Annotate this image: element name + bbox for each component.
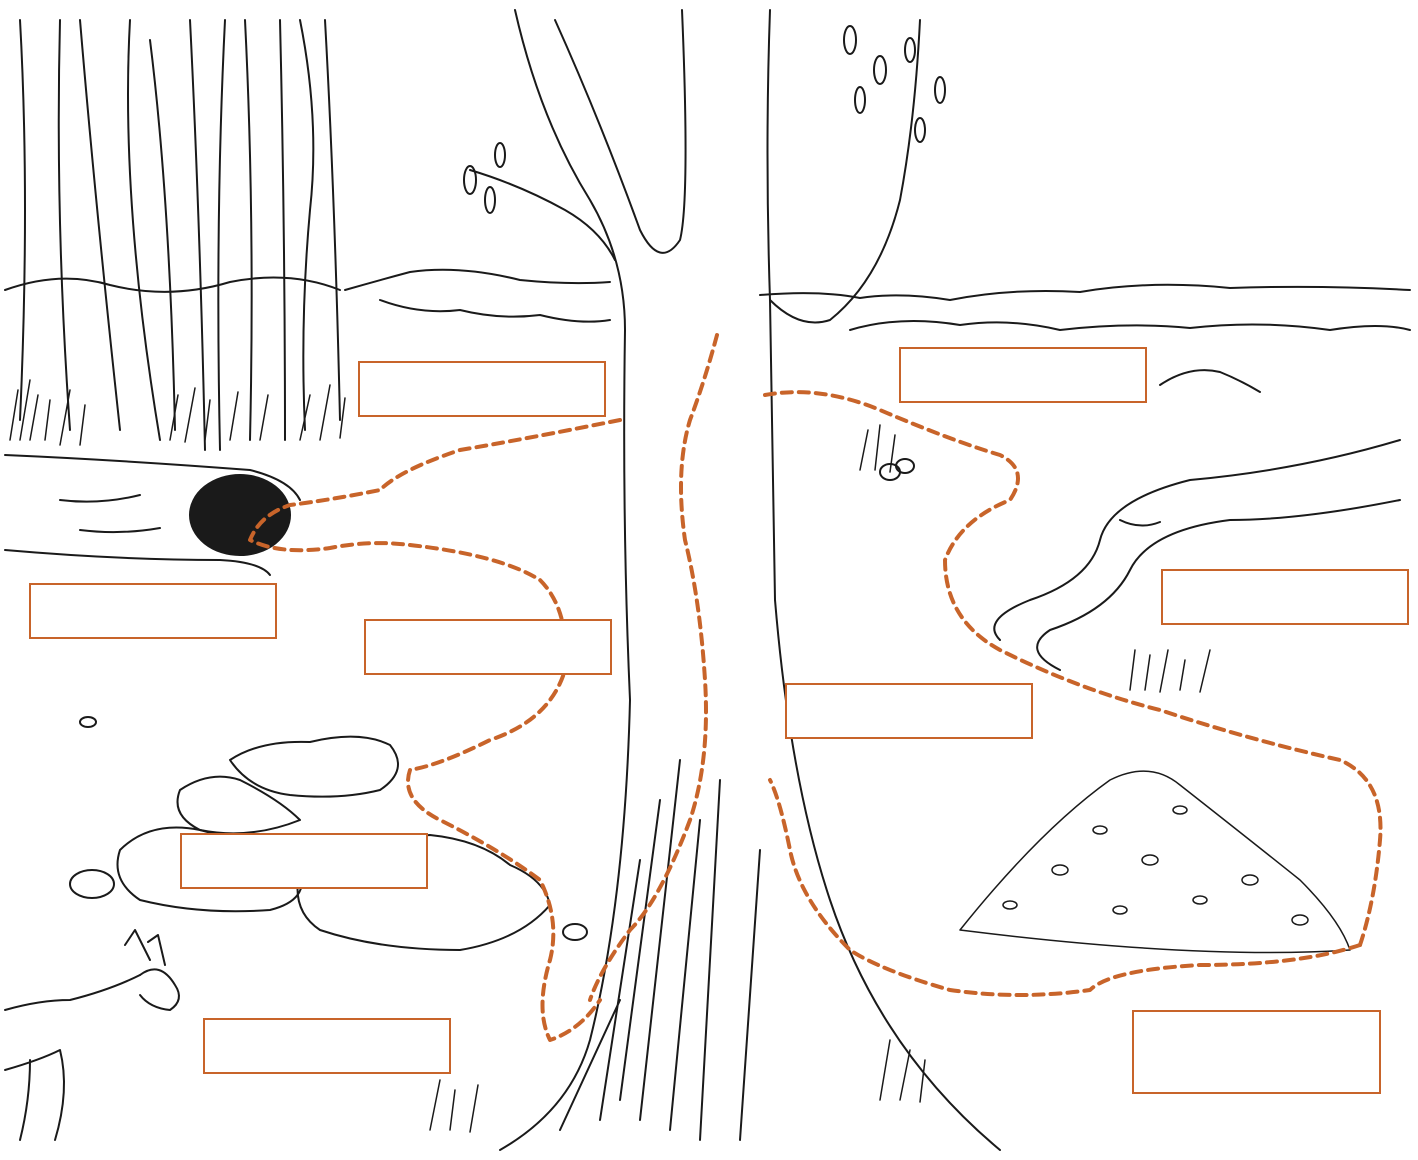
leaf-zone-outline	[768, 778, 1362, 997]
label-box-4[interactable]	[364, 619, 612, 675]
leaf-litter-icon	[959, 770, 1351, 954]
label-box-1[interactable]	[358, 361, 606, 417]
log-zone-outline	[248, 418, 622, 772]
label-box-8[interactable]	[203, 1018, 451, 1074]
label-box-9[interactable]	[1132, 1010, 1381, 1094]
grass-icon	[9, 379, 1211, 1133]
label-box-5[interactable]	[1161, 569, 1409, 625]
forest-trees-icon	[19, 19, 341, 451]
label-box-2[interactable]	[899, 347, 1147, 403]
creek-icon	[993, 439, 1401, 671]
habitat-zone-outlines	[248, 333, 1383, 1042]
stones-icon	[79, 458, 915, 728]
tree-zone-outline	[588, 333, 719, 1002]
label-box-3[interactable]	[29, 583, 277, 639]
hollow-log-icon	[4, 454, 301, 576]
rock-zone-outline	[406, 768, 602, 1042]
dingo-icon	[4, 929, 180, 1141]
creek-zone-outline	[763, 390, 1383, 947]
label-box-7[interactable]	[180, 833, 428, 889]
large-tree-icon	[463, 9, 1001, 1151]
distant-hills-icon	[4, 268, 1411, 393]
label-box-6[interactable]	[785, 683, 1033, 739]
